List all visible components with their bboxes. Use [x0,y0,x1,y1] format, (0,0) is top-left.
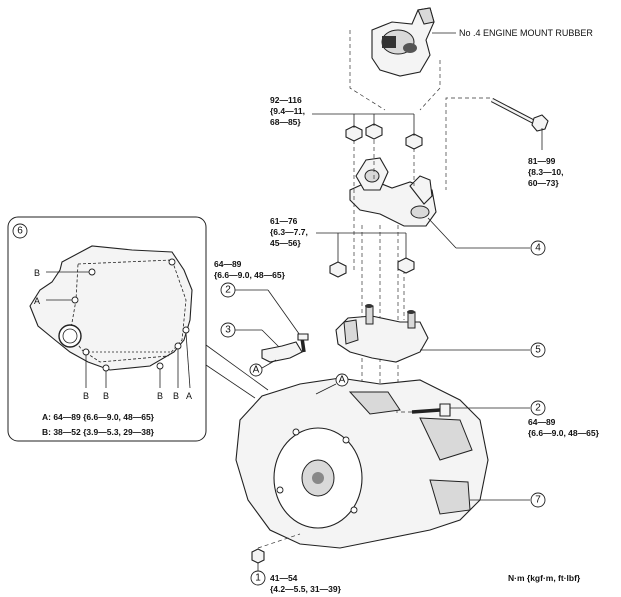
svg-text:{6.6—9.0, 48—65}: {6.6—9.0, 48—65} [528,428,600,438]
svg-text:45—56}: 45—56} [270,238,301,248]
torque-right-bolt: 64—89 {6.6—9.0, 48—65} [528,417,600,438]
torque-long-bolt: 81—99 {8.3—10, 60—73} [528,156,563,188]
svg-text:64—89: 64—89 [528,417,556,427]
callout-4: 4 [535,243,541,254]
long-bolt [490,98,549,132]
small-bolt-left [297,333,309,353]
point-a-main: A [339,375,346,386]
callout-6: 6 [17,226,23,237]
svg-text:{6.3—7.7,: {6.3—7.7, [270,227,308,237]
lower-bracket [335,304,429,363]
torque-bottom: 41—54 {4.2—5.5, 31—39} [270,573,342,594]
transaxle-case [235,377,489,549]
inset-bottom-b2: B [103,391,109,401]
inset-legend-b: B: 38—52 {3.9—5.3, 29—38} [42,427,155,437]
inset-bottom-a: A [186,391,192,401]
svg-text:64—89: 64—89 [214,259,242,269]
callout-2-left: 2 [225,285,231,296]
callout-1: 1 [255,573,261,584]
torque-bracket: 64—89 {6.6—9.0, 48—65} [214,259,286,280]
inset-bottom-b3: B [157,391,163,401]
svg-text:{8.3—10,: {8.3—10, [528,167,563,177]
engine-mount-rubber: No .4 ENGINE MOUNT RUBBER [371,7,593,77]
inset-bottom-b1: B [83,391,89,401]
torque-mid-nuts: 61—76 {6.3—7.7, 45—56} [270,216,308,248]
svg-text:61—76: 61—76 [270,216,298,226]
svg-text:{4.2—5.5, 31—39}: {4.2—5.5, 31—39} [270,584,342,594]
svg-text:81—99: 81—99 [528,156,556,166]
inset-label-b: B [34,268,40,278]
svg-text:68—85}: 68—85} [270,117,301,127]
callout-5: 5 [535,345,541,356]
top-nuts [345,123,423,150]
svg-text:{9.4—11,: {9.4—11, [270,106,305,116]
inset-legend-a: A: 64—89 {6.6—9.0, 48—65} [42,412,155,422]
small-bracket [261,341,303,363]
point-a-bracket: A [253,365,260,376]
inset-label-a: A [34,296,40,306]
engine-mount-label: No .4 ENGINE MOUNT RUBBER [459,28,593,38]
svg-text:60—73}: 60—73} [528,178,559,188]
mid-nuts [329,257,415,278]
right-bolt [411,403,451,417]
callout-7: 7 [535,495,541,506]
bottom-bolt [251,548,265,564]
upper-bracket [349,157,437,227]
units-label: N·m {kgf·m, ft·lbf} [508,573,581,583]
callout-2-right: 2 [535,403,541,414]
torque-top-nuts: 92—116 {9.4—11, 68—85} [270,95,305,127]
svg-text:92—116: 92—116 [270,95,302,105]
callout-3: 3 [225,325,231,336]
inset-panel: 6 B A B B B B A A: 64—89 {6.6—9.0, 48—65… [7,216,207,442]
svg-text:41—54: 41—54 [270,573,298,583]
svg-text:{6.6—9.0, 48—65}: {6.6—9.0, 48—65} [214,270,286,280]
inset-bottom-b4: B [173,391,179,401]
